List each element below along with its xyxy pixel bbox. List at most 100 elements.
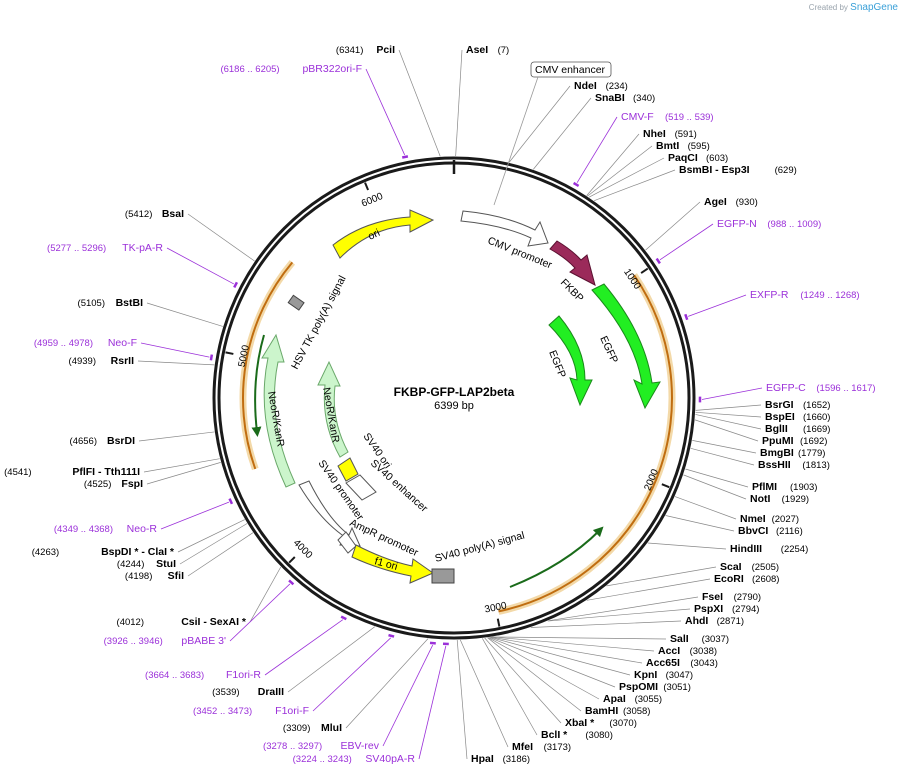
enzyme-site[interactable]: PaqCI(603) — [588, 152, 728, 198]
ruler-tick-mark — [640, 267, 649, 274]
enzyme-site[interactable]: BclI *(3080) — [482, 638, 613, 741]
enzyme-leader-line — [586, 133, 640, 196]
sv40-ori-box[interactable] — [337, 457, 359, 482]
enzyme-leader-line — [683, 474, 747, 500]
enzyme-site[interactable]: DraIII(3539) — [212, 626, 376, 698]
primer-site[interactable]: EGFP-C(1596 .. 1617) — [698, 382, 876, 403]
enzyme-site[interactable]: BsrDI(4656) — [70, 431, 215, 447]
enzyme-position: (2505) — [752, 562, 779, 573]
primer-site[interactable]: EXFP-R(1249 .. 1268) — [684, 289, 860, 321]
primer-site[interactable]: pBR322ori-F(6186 .. 6205) — [220, 63, 409, 159]
enzyme-site[interactable]: XbaI *(3070) — [484, 637, 637, 729]
primer-site[interactable]: F1ori-F(3452 .. 3473) — [193, 633, 395, 717]
primer-name: EGFP-N — [717, 218, 757, 230]
enzyme-site[interactable]: NotI(1929) — [683, 474, 809, 505]
enzyme-name: HpaI — [471, 753, 494, 765]
enzyme-position: (1692) — [800, 436, 827, 447]
enzyme-site[interactable]: HindIII(2254) — [647, 542, 809, 555]
enzyme-site[interactable]: ApaI(3055) — [488, 637, 662, 705]
enzyme-site[interactable]: BamHI(3058) — [487, 637, 651, 717]
enzyme-name: AseI — [466, 44, 488, 56]
neor-outer-arrow[interactable] — [261, 333, 296, 488]
enzyme-position: (2116) — [776, 526, 803, 537]
hsv-tk-box[interactable] — [287, 294, 305, 311]
enzyme-site[interactable]: HpaI(3186) — [456, 639, 530, 765]
enzyme-site[interactable]: BstBI(5105) — [78, 297, 223, 327]
enzyme-name: StuI — [156, 558, 176, 570]
enzyme-position: (2794) — [732, 604, 759, 615]
fkbp-arrow[interactable] — [549, 240, 596, 286]
enzyme-site[interactable]: BbvCI(2116) — [665, 515, 803, 537]
enzyme-site[interactable]: NdeI(234) — [508, 80, 628, 163]
enzyme-site[interactable]: PflFI - Tth111I(4541) — [4, 458, 220, 478]
enzyme-site[interactable]: AseI(7) — [455, 44, 510, 157]
primer-position: (4959 .. 4978) — [34, 338, 93, 349]
ori-arrow[interactable] — [332, 209, 435, 259]
enzyme-name: XbaI * — [565, 717, 595, 729]
enzyme-leader-line — [398, 49, 441, 157]
primer-site[interactable]: EBV-rev(3278 .. 3297) — [263, 641, 436, 752]
primer-leader-line — [264, 619, 344, 676]
enzyme-site[interactable]: StuI(4244) — [117, 523, 248, 570]
enzyme-site[interactable]: FseI(2790) — [548, 591, 761, 622]
enzyme-site[interactable]: BssHII(1813) — [690, 447, 830, 471]
backbone-outer-ring — [212, 156, 696, 640]
enzyme-site[interactable]: NmeI(2027) — [674, 496, 799, 525]
enzyme-site[interactable]: PciI(6341) — [336, 44, 441, 157]
enzyme-position: (930) — [736, 197, 758, 208]
enzyme-site[interactable]: KpnI(3047) — [490, 636, 693, 681]
enzyme-position: (3038) — [690, 646, 717, 657]
enzyme-site[interactable]: FspI(4525) — [84, 462, 221, 490]
primer-site[interactable]: F1ori-R(3664 .. 3683) — [145, 615, 347, 681]
primer-site[interactable]: Neo-F(4959 .. 4978) — [34, 337, 214, 361]
primer-site[interactable]: EGFP-N(988 .. 1009) — [655, 218, 822, 265]
enzyme-site[interactable]: BspDI * - ClaI *(4263) — [32, 519, 245, 558]
egfp-inner-arrow[interactable] — [548, 315, 593, 407]
primer-position: (1249 .. 1268) — [800, 290, 859, 301]
enzyme-site[interactable]: BsmBI - Esp3I(629) — [594, 164, 797, 202]
enzyme-site[interactable]: RsrII(4939) — [69, 355, 215, 367]
enzyme-site[interactable]: SfiI(4198) — [125, 532, 254, 582]
enzyme-leader-line — [586, 578, 711, 601]
enzyme-site[interactable]: AhdI(2871) — [530, 615, 744, 628]
f1-ori-arrow[interactable] — [351, 544, 435, 584]
enzyme-leader-line — [547, 608, 691, 622]
enzyme-name: PspOMI — [619, 681, 658, 693]
ruler-tick-label: 6000 — [360, 191, 385, 210]
enzyme-site[interactable]: Acc65I(3043) — [490, 636, 718, 669]
enzyme-site[interactable]: BmtI(595) — [587, 140, 710, 197]
neor-inner-arrow[interactable] — [317, 360, 349, 458]
enzyme-site[interactable]: BsrGI(1652) — [695, 399, 831, 411]
primer-site[interactable]: TK-pA-R(5277 .. 5296) — [47, 242, 239, 289]
enzyme-site[interactable]: NheI(591) — [586, 128, 697, 196]
enzyme-name: HindIII — [730, 543, 762, 555]
enzyme-site[interactable]: ScaI(2505) — [606, 561, 780, 587]
enzyme-name: AccI — [658, 645, 680, 657]
primer-site[interactable]: pBABE 3'(3926 .. 3946) — [104, 579, 295, 647]
enzyme-site[interactable]: PflMI(1903) — [685, 468, 817, 493]
enzyme-site[interactable]: BglII(1669) — [695, 414, 830, 435]
enzyme-site[interactable]: MfeI(3173) — [459, 639, 571, 753]
enzyme-site[interactable]: CsiI - SexAI *(4012) — [117, 566, 282, 628]
enzyme-site[interactable]: PspXI(2794) — [547, 603, 760, 622]
enzyme-site[interactable]: SalI(3037) — [492, 633, 729, 645]
primer-site[interactable]: SV40pA-R(3224 .. 3243) — [293, 642, 449, 765]
cmv-promoter-arrow[interactable] — [460, 210, 549, 247]
enzyme-site[interactable]: AccI (3038) — [492, 636, 717, 657]
enzyme-name: Acc65I — [646, 657, 680, 669]
enzyme-site[interactable]: BspEI(1660) — [695, 411, 831, 423]
enzyme-site[interactable]: AgeI(930) — [645, 196, 758, 251]
sv40-promoter-arrow[interactable] — [298, 480, 361, 547]
egfp-outer-arrow[interactable] — [591, 283, 661, 410]
primer-site[interactable]: Neo-R(4349 .. 4368) — [54, 498, 234, 535]
sv40-enhancer-arrow[interactable] — [345, 474, 377, 501]
enzyme-site[interactable]: BmgBI(1779) — [692, 440, 825, 459]
enzyme-site[interactable]: SnaBI(340) — [533, 92, 655, 170]
enzyme-site[interactable]: BsaI(5412) — [125, 208, 255, 262]
enzyme-site[interactable]: PpuMI(1692) — [694, 419, 827, 447]
enzyme-site[interactable]: MluI(3309) — [283, 638, 429, 734]
enzyme-site[interactable]: EcoRI(2608) — [586, 573, 780, 601]
sv40-polya-box[interactable] — [431, 568, 455, 584]
enzyme-site[interactable]: PspOMI(3051) — [489, 637, 691, 693]
primer-site[interactable]: CMV-F(519 .. 539) — [572, 111, 714, 187]
